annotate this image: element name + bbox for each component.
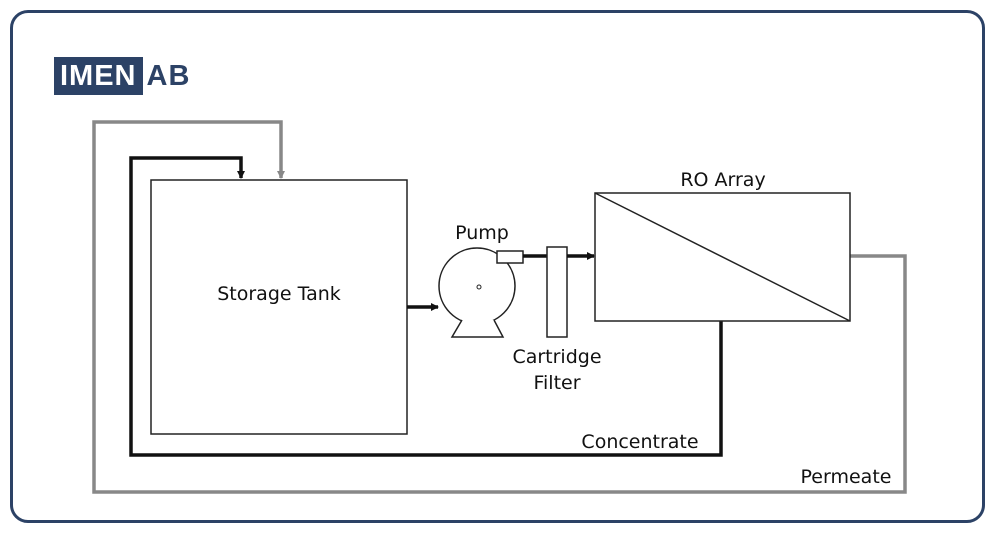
cartridge-filter-label-line2: Filter bbox=[533, 372, 580, 394]
ro-array bbox=[594, 192, 851, 322]
pump-label: Pump bbox=[455, 222, 509, 244]
cartridge-filter bbox=[546, 246, 568, 338]
permeate-line bbox=[92, 120, 907, 494]
logo-text-left: IMEN bbox=[54, 57, 143, 95]
storage-tank bbox=[150, 179, 408, 435]
ro-array-label: RO Array bbox=[680, 169, 765, 191]
imenab-logo: IMEN AB bbox=[54, 57, 194, 95]
permeate-label: Permeate bbox=[801, 466, 892, 488]
logo-text-right: AB bbox=[146, 60, 191, 92]
storage-tank-label: Storage Tank bbox=[217, 283, 341, 305]
concentrate-line bbox=[129, 156, 723, 457]
concentrate-label: Concentrate bbox=[581, 431, 698, 453]
pump-icon bbox=[438, 247, 524, 338]
cartridge-filter-label-line1: Cartridge bbox=[512, 346, 601, 368]
